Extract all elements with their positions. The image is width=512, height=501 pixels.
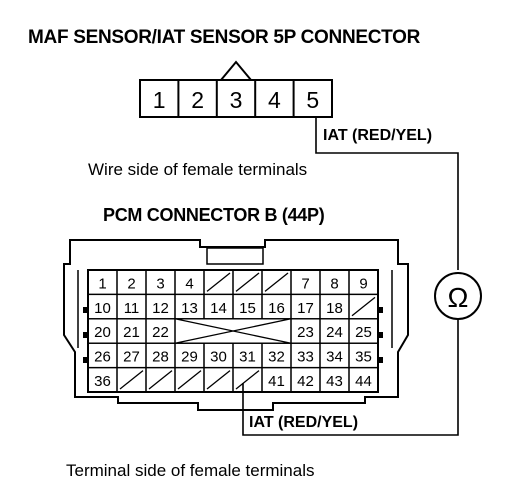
pcm-terminal-43: 43 bbox=[326, 373, 343, 390]
iat-wire-label-bottom: IAT (RED/YEL) bbox=[249, 414, 359, 431]
pcm-terminal-12: 12 bbox=[152, 300, 169, 317]
maf-pin-3: 3 bbox=[230, 87, 243, 113]
pcm-terminal-8: 8 bbox=[330, 275, 338, 292]
pcm-empty-slot bbox=[264, 272, 289, 292]
pcm-empty-slot bbox=[235, 370, 260, 390]
maf-pin-2: 2 bbox=[191, 87, 204, 113]
maf-connector-housing bbox=[139, 79, 333, 118]
pcm-terminal-4: 4 bbox=[185, 275, 193, 292]
pcm-terminal-15: 15 bbox=[239, 300, 256, 317]
maf-pin-5: 5 bbox=[306, 87, 319, 113]
pcm-terminal-21: 21 bbox=[123, 324, 140, 341]
maf-pin-4: 4 bbox=[268, 87, 281, 113]
pcm-connector-shell bbox=[63, 239, 409, 411]
iat-wire-label-top: IAT (RED/YEL) bbox=[323, 127, 433, 144]
pcm-terminal-44: 44 bbox=[355, 373, 372, 390]
pcm-terminal-23: 23 bbox=[297, 324, 314, 341]
pcm-terminal-42: 42 bbox=[297, 373, 314, 390]
pcm-terminal-29: 29 bbox=[181, 349, 198, 366]
pcm-terminal-18: 18 bbox=[326, 300, 343, 317]
pcm-empty-slot bbox=[119, 370, 144, 390]
pcm-terminal-20: 20 bbox=[94, 324, 111, 341]
ohmmeter-icon: Ω bbox=[434, 272, 482, 320]
pcm-terminal-9: 9 bbox=[359, 275, 367, 292]
pcm-empty-slot bbox=[351, 296, 376, 317]
pcm-blank-cross bbox=[174, 318, 292, 344]
pcm-empty-slot bbox=[235, 272, 260, 292]
maf-pin-1: 1 bbox=[153, 87, 166, 113]
pcm-terminal-13: 13 bbox=[181, 300, 198, 317]
pcm-terminal-33: 33 bbox=[297, 349, 314, 366]
ohm-symbol: Ω bbox=[448, 282, 469, 313]
pcm-connector-latch bbox=[206, 247, 264, 265]
pcm-empty-slot bbox=[206, 272, 231, 292]
pcm-locator-dot bbox=[83, 332, 89, 338]
maf-connector-key bbox=[220, 60, 252, 81]
pcm-terminal-3: 3 bbox=[156, 275, 164, 292]
pcm-terminal-31: 31 bbox=[239, 349, 256, 366]
pcm-locator-dot bbox=[377, 332, 383, 338]
pcm-locator-dot bbox=[377, 307, 383, 313]
pcm-terminal-16: 16 bbox=[268, 300, 285, 317]
pcm-terminal-17: 17 bbox=[297, 300, 314, 317]
pcm-terminal-32: 32 bbox=[268, 349, 285, 366]
pcm-terminal-25: 25 bbox=[355, 324, 372, 341]
pcm-terminal-28: 28 bbox=[152, 349, 169, 366]
pcm-locator-dot bbox=[377, 357, 383, 363]
pcm-empty-slot bbox=[177, 370, 202, 390]
pcm-terminal-1: 1 bbox=[98, 275, 106, 292]
pcm-terminal-27: 27 bbox=[123, 349, 140, 366]
pcm-terminal-10: 10 bbox=[94, 300, 111, 317]
pcm-terminal-26: 26 bbox=[94, 349, 111, 366]
pcm-terminal-35: 35 bbox=[355, 349, 372, 366]
maf-connector-title: MAF SENSOR/IAT SENSOR 5P CONNECTOR bbox=[28, 27, 421, 48]
pcm-blank-region bbox=[174, 318, 292, 344]
pcm-locator-dot bbox=[83, 357, 89, 363]
pcm-terminal-14: 14 bbox=[210, 300, 227, 317]
maf-connector bbox=[139, 60, 333, 118]
pcm-empty-slot bbox=[148, 370, 173, 390]
pcm-cell bbox=[348, 366, 379, 393]
pcm-empty-slot bbox=[206, 370, 231, 390]
pcm-terminal-24: 24 bbox=[326, 324, 343, 341]
pcm-terminal-34: 34 bbox=[326, 349, 343, 366]
pcm-terminal-2: 2 bbox=[127, 275, 135, 292]
pcm-terminal-11: 11 bbox=[124, 300, 140, 317]
pcm-terminal-41: 41 bbox=[268, 373, 285, 390]
pcm-locator-dot bbox=[83, 307, 89, 313]
pcm-terminal-7: 7 bbox=[301, 275, 309, 292]
pcm-terminal-30: 30 bbox=[210, 349, 227, 366]
pcm-connector-title: PCM CONNECTOR B (44P) bbox=[103, 205, 325, 225]
pcm-connector-caption: Terminal side of female terminals bbox=[66, 461, 315, 480]
maf-connector-caption: Wire side of female terminals bbox=[88, 160, 308, 179]
iat-wire-top bbox=[315, 117, 459, 270]
pcm-terminal-22: 22 bbox=[152, 324, 169, 341]
pcm-terminal-36: 36 bbox=[94, 373, 111, 390]
